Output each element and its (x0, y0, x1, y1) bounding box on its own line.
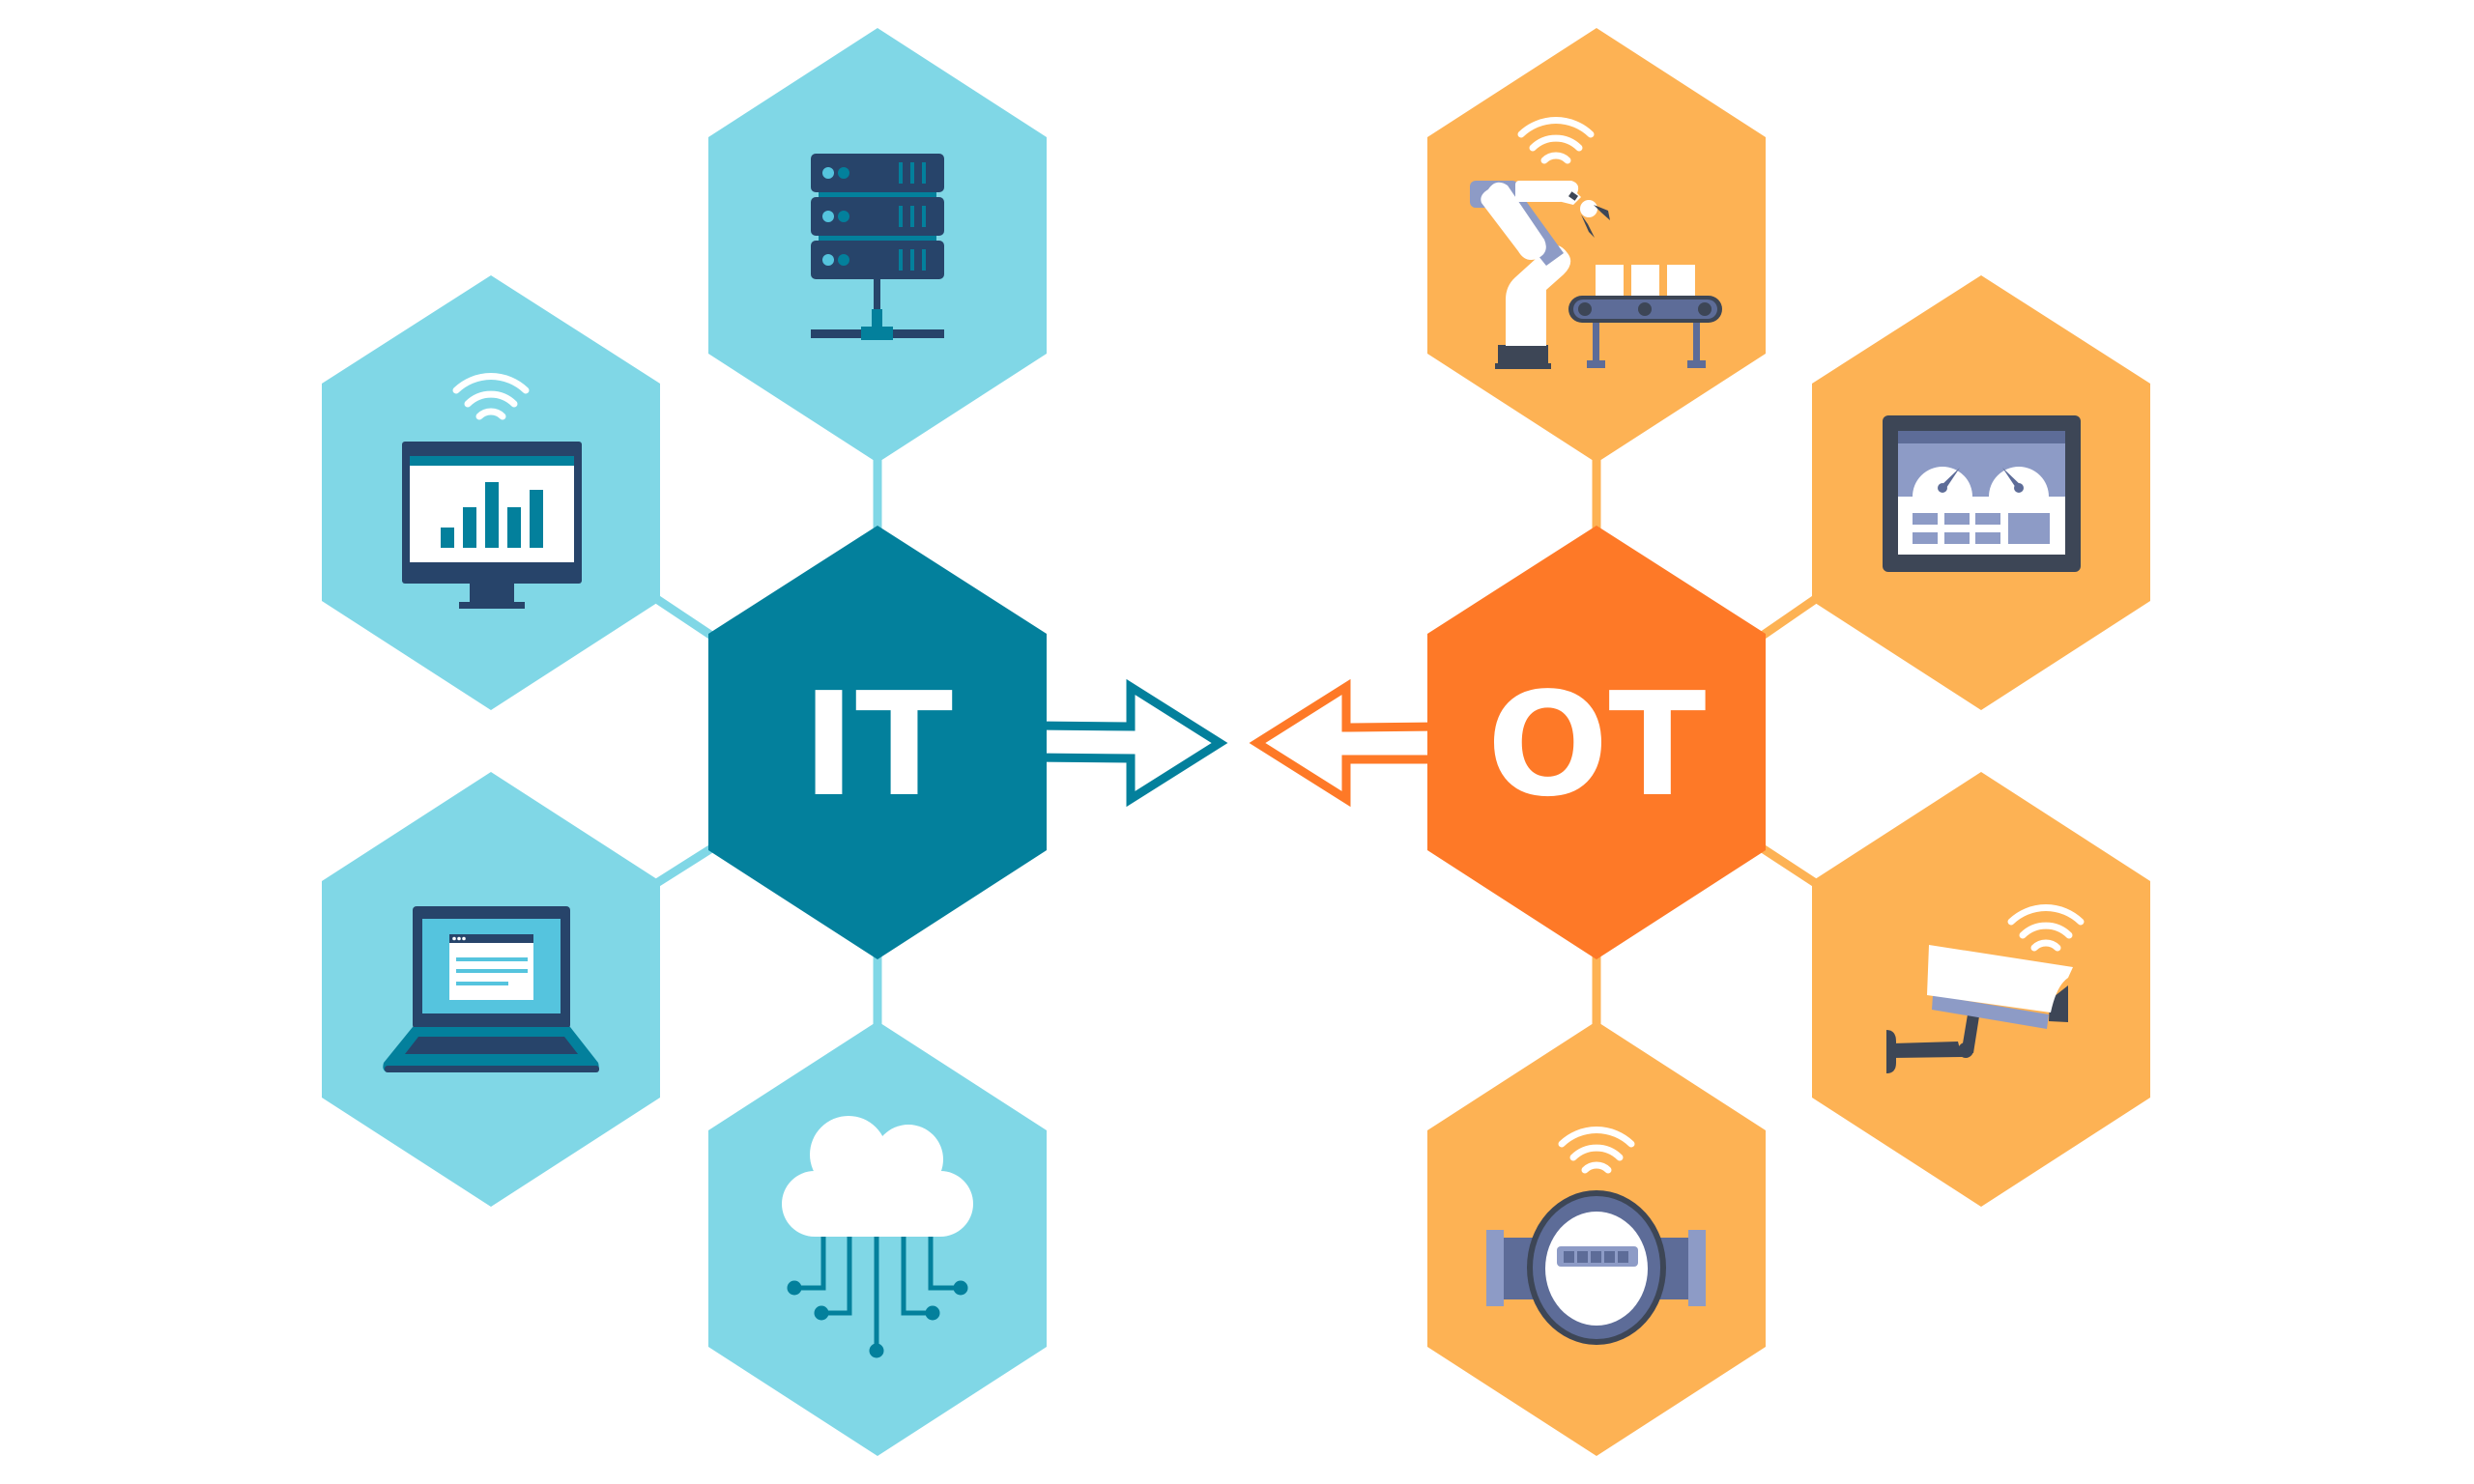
it-connectors (652, 454, 882, 1029)
water-meter-wifi-icon (1486, 1130, 1706, 1345)
connector-panel-to-ot (1758, 594, 1820, 641)
monitor-bar-chart-wifi-icon (402, 377, 582, 609)
it-hub-hexagon (708, 526, 1047, 959)
ot-hub: OT (1427, 526, 1766, 959)
laptop-browser-icon (383, 906, 599, 1072)
ot-hub-hexagon (1427, 526, 1766, 959)
it-satellite-laptop (322, 772, 660, 1207)
ot-satellite-meter (1427, 1021, 1766, 1456)
hexagon (1427, 28, 1766, 463)
server-network-icon (811, 154, 944, 340)
cloud-circuit-icon (782, 1116, 973, 1358)
it-satellite-server (708, 28, 1047, 463)
ot-hub-label: OT (1487, 662, 1707, 828)
it-hub-label: IT (802, 662, 953, 828)
hmi-gauges-panel-icon (1883, 415, 2081, 572)
it-hub: IT (708, 526, 1047, 959)
cctv-camera-wifi-icon (1886, 908, 2081, 1073)
ot-satellite-control-panel (1812, 275, 2150, 710)
robot-arm-conveyor-wifi-icon (1470, 121, 1722, 369)
connector-monitor-to-it (652, 594, 716, 641)
it-satellite-cloud (708, 1021, 1047, 1456)
it-satellite-monitor (322, 275, 660, 710)
connector-camera-to-ot (1758, 843, 1820, 888)
ot-satellite-robot (1427, 28, 1766, 463)
connector-laptop-to-it (652, 843, 716, 888)
ot-connectors (1592, 454, 1820, 1029)
ot-satellite-camera (1812, 772, 2150, 1207)
it-to-ot-arrow (1029, 678, 1228, 808)
ot-to-it-arrow (1249, 678, 1445, 808)
